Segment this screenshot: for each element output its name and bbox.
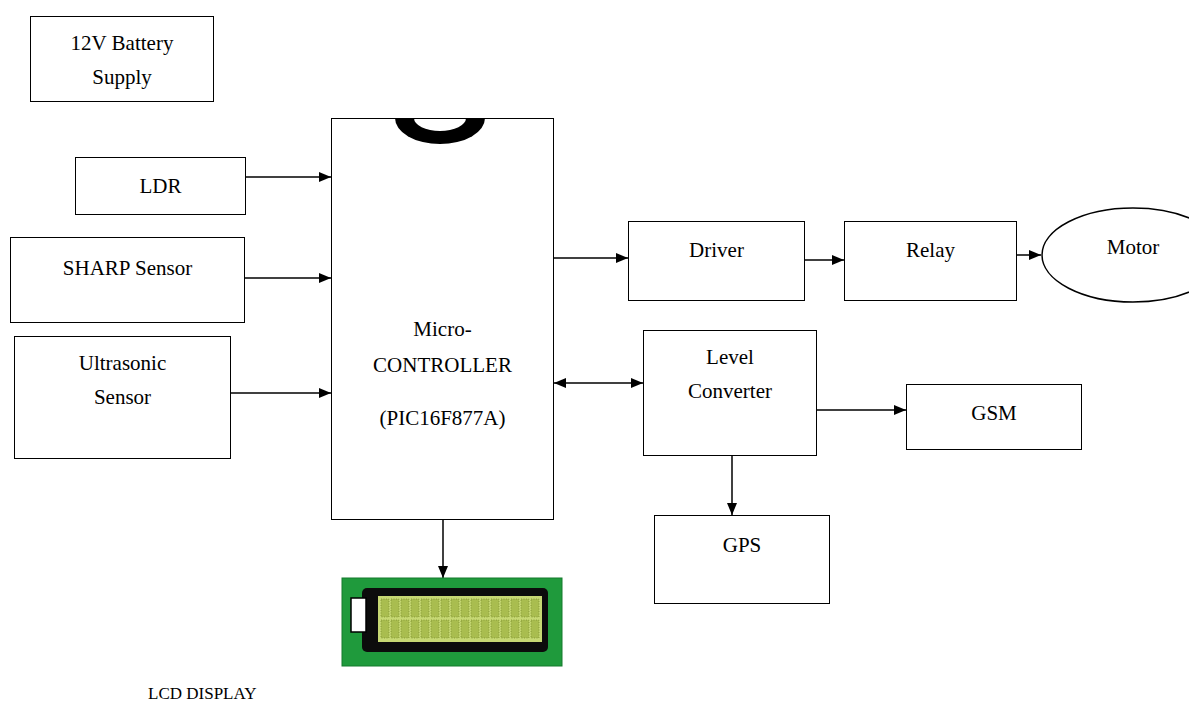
power-box: 12V Battery Supply	[30, 16, 214, 102]
connector-arrow	[231, 392, 331, 394]
lcd-cell	[381, 620, 389, 638]
node-label: LDR	[76, 170, 245, 204]
connector-arrow	[731, 456, 733, 515]
node-label: Relay	[845, 234, 1016, 268]
node-label: Level Converter	[670, 341, 790, 408]
lcd-cell	[521, 620, 529, 638]
lcd-cell	[451, 620, 459, 638]
lcd-cell	[491, 620, 499, 638]
lcd-cell	[461, 620, 469, 638]
lcd-cell	[481, 599, 489, 617]
sensor-box: Ultrasonic Sensor	[14, 336, 231, 459]
node-label: Driver	[629, 234, 804, 268]
relay-box: Relay	[844, 221, 1017, 301]
lcd-module	[342, 578, 562, 666]
lcd-cell	[431, 599, 439, 617]
lcd-cell	[441, 620, 449, 638]
node-label: GSM	[907, 397, 1081, 431]
connector-arrow	[245, 277, 331, 279]
lcd-cell	[531, 620, 539, 638]
module-box: GSM	[906, 384, 1082, 450]
lcd-cell	[401, 620, 409, 638]
lcd-cell	[431, 620, 439, 638]
lcd-cell	[411, 599, 419, 617]
lcd-screen	[378, 596, 542, 642]
lcd-cell	[531, 599, 539, 617]
lcd-cell	[441, 599, 449, 617]
connector-arrow	[1017, 254, 1041, 256]
connector-arrow	[442, 520, 444, 578]
lcd-cell	[381, 599, 389, 617]
lcd-cell	[421, 620, 429, 638]
node-label: Ultrasonic Sensor	[63, 347, 183, 414]
lcd-cells	[381, 599, 539, 638]
connector-arrow	[246, 176, 331, 178]
node-label: 12V Battery Supply	[57, 27, 187, 94]
lcd-cell	[501, 599, 509, 617]
connector-arrow	[554, 257, 628, 259]
lcd-cell	[471, 599, 479, 617]
lcd-cell	[411, 620, 419, 638]
lcd-cell	[391, 599, 399, 617]
lcd-board	[342, 578, 562, 666]
node-label: Micro- CONTROLLER	[363, 312, 523, 383]
lcd-cell	[391, 620, 399, 638]
node-label: SHARP Sensor	[11, 252, 244, 286]
lcd-cell	[501, 620, 509, 638]
lcd-cell	[511, 620, 519, 638]
chip-notch	[395, 118, 485, 144]
sensor-box: SHARP Sensor	[10, 237, 245, 323]
ellipse-outline	[1042, 208, 1189, 302]
lcd-display: LCD DISPLAY	[342, 578, 562, 666]
connector-arrow	[554, 382, 643, 384]
lcd-cell	[521, 599, 529, 617]
lcd-cell	[451, 599, 459, 617]
driver-box: Driver	[628, 221, 805, 301]
lcd-cell	[401, 599, 409, 617]
lcd-cell	[471, 620, 479, 638]
lcd-cell	[511, 599, 519, 617]
chip-notch-inner	[414, 118, 466, 131]
motor-ellipse: Motor	[1041, 207, 1189, 303]
converter-box: Level Converter	[643, 330, 817, 456]
connector-arrow	[805, 259, 844, 261]
lcd-cell	[461, 599, 469, 617]
node-label: (PIC16F877A)	[363, 401, 523, 437]
node-label: GPS	[655, 529, 829, 563]
node-label: Motor	[1041, 231, 1189, 265]
lcd-tab	[351, 598, 366, 632]
module-box: GPS	[654, 515, 830, 604]
microcontroller-box: Micro- CONTROLLER (PIC16F877A)	[331, 118, 554, 520]
sensor-box: LDR	[75, 157, 246, 215]
lcd-bezel	[362, 588, 548, 652]
lcd-cell	[421, 599, 429, 617]
lcd-cell	[481, 620, 489, 638]
display-label: LCD DISPLAY	[148, 680, 256, 702]
lcd-cell	[491, 599, 499, 617]
connector-arrow	[817, 409, 906, 411]
